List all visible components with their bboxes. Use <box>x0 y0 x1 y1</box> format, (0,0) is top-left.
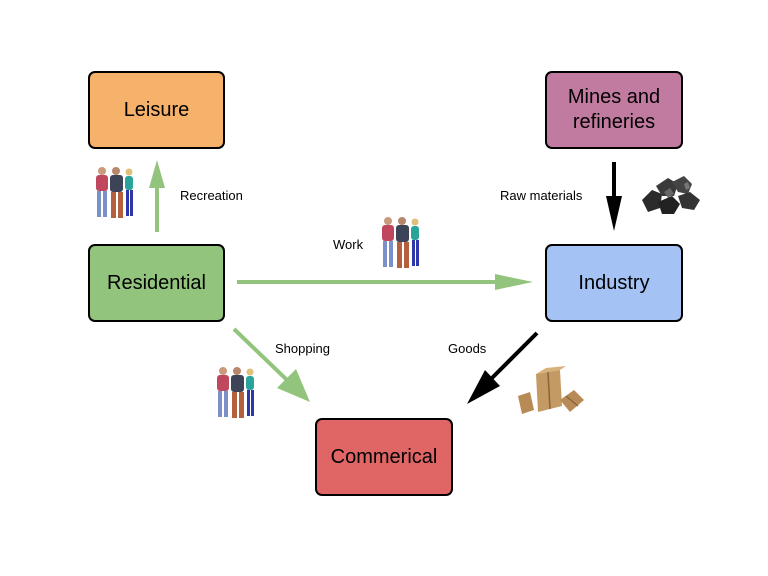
label-goods: Goods <box>448 341 487 356</box>
label-raw-materials: Raw materials <box>500 188 583 203</box>
arrow-raw-materials <box>606 162 622 231</box>
node-leisure-label: Leisure <box>123 98 190 121</box>
arrow-recreation <box>149 160 165 232</box>
people-icon <box>382 217 419 268</box>
label-recreation: Recreation <box>180 188 243 203</box>
node-residential: Residential <box>88 244 225 322</box>
node-commercial: Commerical <box>315 418 453 496</box>
node-industry-label: Industry <box>578 271 650 294</box>
label-work: Work <box>333 237 364 252</box>
coal-icon <box>642 176 700 214</box>
boxes-icon <box>518 366 584 414</box>
node-leisure: Leisure <box>88 71 225 149</box>
arrow-goods <box>467 331 539 404</box>
people-icon <box>96 167 133 218</box>
people-icon <box>217 367 254 418</box>
node-mines-label-line2: refineries <box>572 111 656 133</box>
arrow-work <box>237 274 533 290</box>
node-commercial-label: Commerical <box>330 445 438 468</box>
node-mines-label-line1: Mines and <box>567 86 661 108</box>
node-mines-and-refineries: Mines and refineries <box>545 71 683 149</box>
arrow-shopping <box>232 327 310 402</box>
node-residential-label: Residential <box>107 271 206 294</box>
label-shopping: Shopping <box>275 341 330 356</box>
node-industry: Industry <box>545 244 683 322</box>
